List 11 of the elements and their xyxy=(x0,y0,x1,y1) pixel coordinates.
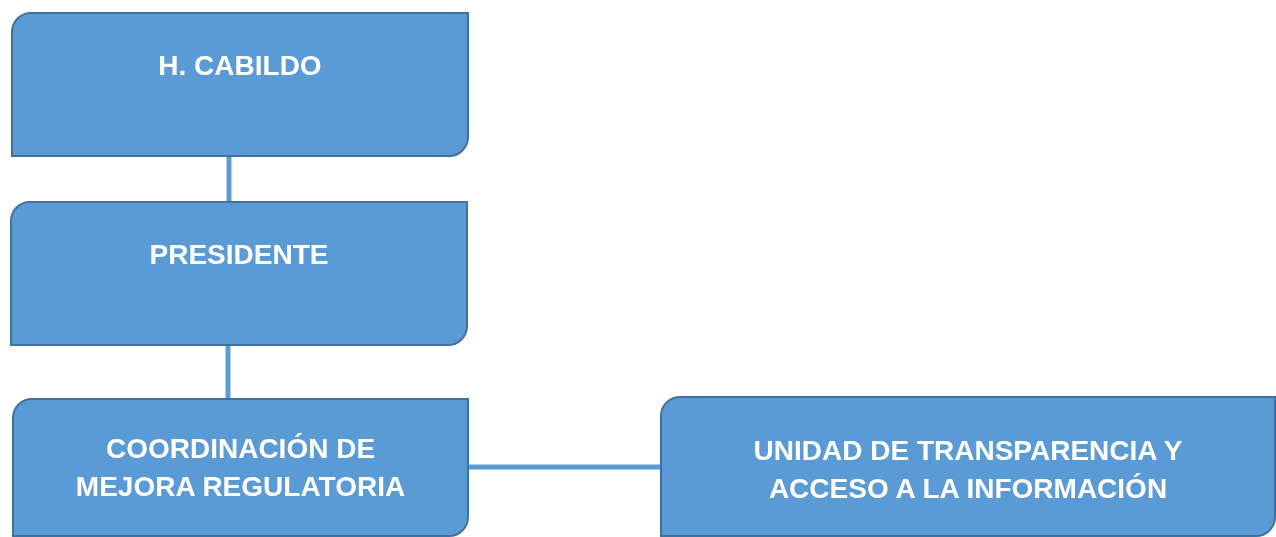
org-unit-box xyxy=(660,396,1276,537)
org-unit-box xyxy=(10,201,468,346)
org-unit-box xyxy=(11,12,469,157)
org-unit-box xyxy=(12,398,469,537)
unit-name: PRESIDENTE xyxy=(148,238,330,272)
unit-name: COORDINACIÓN DE MEJORA REGULATORIA xyxy=(74,432,407,504)
unit-name: H. CABILDO xyxy=(157,49,323,83)
connector-line xyxy=(226,157,232,201)
connector-line xyxy=(469,464,660,470)
connector-line xyxy=(225,346,231,398)
unit-name: UNIDAD DE TRANSPARENCIA Y ACCESO A LA INFORMACIÓN xyxy=(752,434,1184,506)
